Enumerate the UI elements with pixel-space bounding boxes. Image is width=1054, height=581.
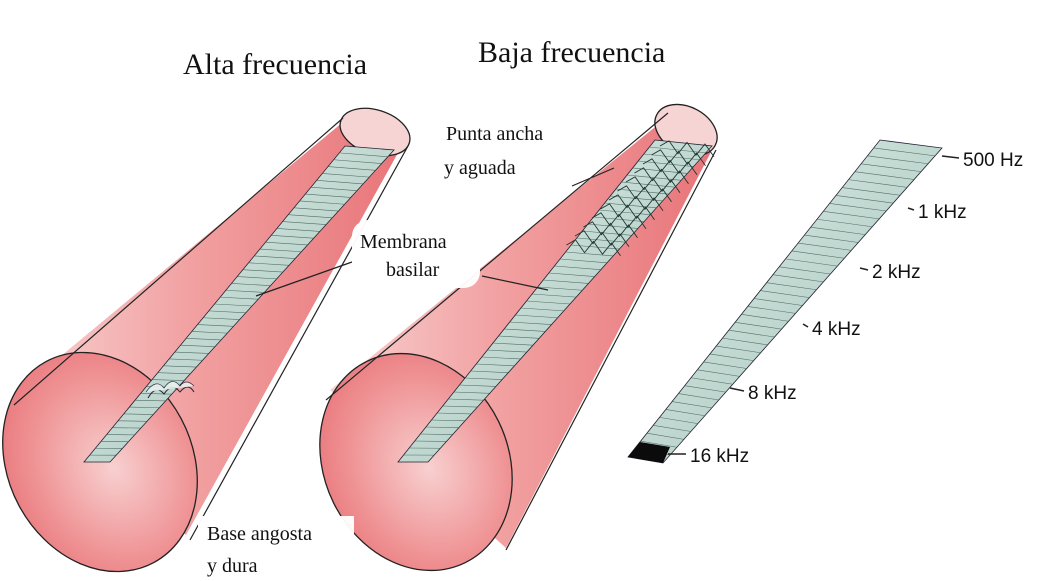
frequency-tick xyxy=(803,324,808,327)
frequency-label: 1 kHz xyxy=(918,202,967,223)
apex-label-line2: y aguada xyxy=(444,157,516,179)
frequency-label: 2 kHz xyxy=(872,262,921,283)
membrane-label-line1: Membrana xyxy=(360,231,447,253)
frequency-label: 16 kHz xyxy=(690,446,749,467)
frequency-label: 8 kHz xyxy=(748,383,797,404)
base-label-line2: y dura xyxy=(207,555,258,577)
frequency-label: 4 kHz xyxy=(812,319,861,340)
frequency-label: 500 Hz xyxy=(963,150,1023,171)
high-frequency-title: Alta frecuencia xyxy=(183,48,367,81)
membrane-label-line2: basilar xyxy=(386,259,440,281)
apex-label-line1: Punta ancha xyxy=(446,123,543,145)
frequency-tick xyxy=(942,156,959,158)
frequency-tick xyxy=(860,268,868,270)
base-label-line1: Base angosta xyxy=(207,523,312,545)
low-frequency-title: Baja frecuencia xyxy=(478,36,665,69)
frequency-ticks xyxy=(668,156,959,454)
frequency-tick xyxy=(908,208,914,210)
frequency-tick xyxy=(730,388,744,391)
